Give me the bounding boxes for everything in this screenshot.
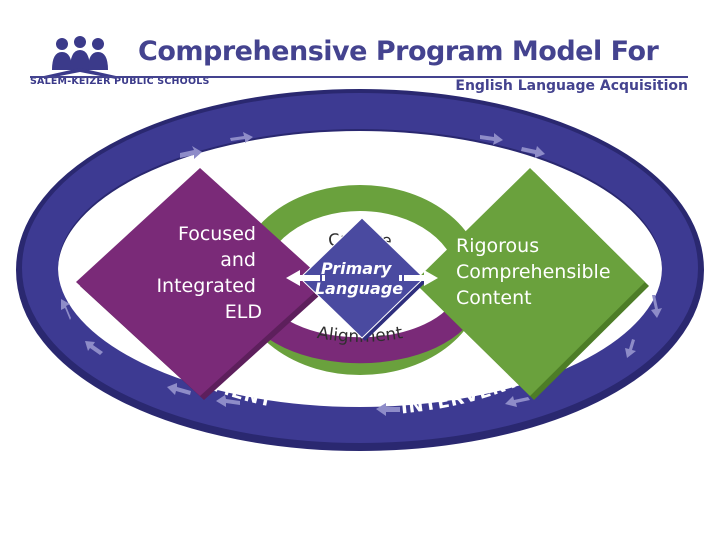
org-name: SALEM-KEIZER PUBLIC SCHOOLS (30, 76, 210, 87)
page-subtitle: English Language Acquisition (455, 78, 688, 94)
left-shape-label: Focused and Integrated ELD (156, 223, 262, 323)
right-diamond (414, 168, 645, 396)
right-arrow (399, 270, 438, 286)
arrow-icon (521, 146, 545, 158)
page-title: Comprehensive Program Model For (138, 36, 659, 67)
center-shape-label: Primary Language (315, 259, 403, 298)
outer-ring (22, 93, 698, 443)
left-arrow (286, 270, 325, 286)
arrow-icon (85, 341, 103, 355)
ring-label-planning: PLANNING (281, 130, 398, 159)
arrow-icon (505, 396, 530, 407)
right-shape-label: Rigorous Comprehensible Content (456, 235, 617, 309)
arrow-icon (230, 132, 253, 143)
center-diamond (299, 217, 425, 339)
arrow-icon (651, 295, 662, 318)
arrow-icon (625, 339, 636, 358)
arrow-icon (167, 383, 191, 395)
arrow-icon (180, 146, 202, 159)
arrow-icon (376, 403, 400, 416)
logo: SALEM-KEIZER PUBLIC SCHOOLS (30, 36, 220, 94)
arrow-icon (480, 133, 503, 145)
ring-arrows (61, 132, 662, 416)
arrow-icon (216, 395, 240, 407)
title-rule (30, 76, 688, 78)
arrow-icon (61, 299, 71, 320)
people-icon (44, 36, 116, 79)
left-diamond (76, 168, 326, 396)
